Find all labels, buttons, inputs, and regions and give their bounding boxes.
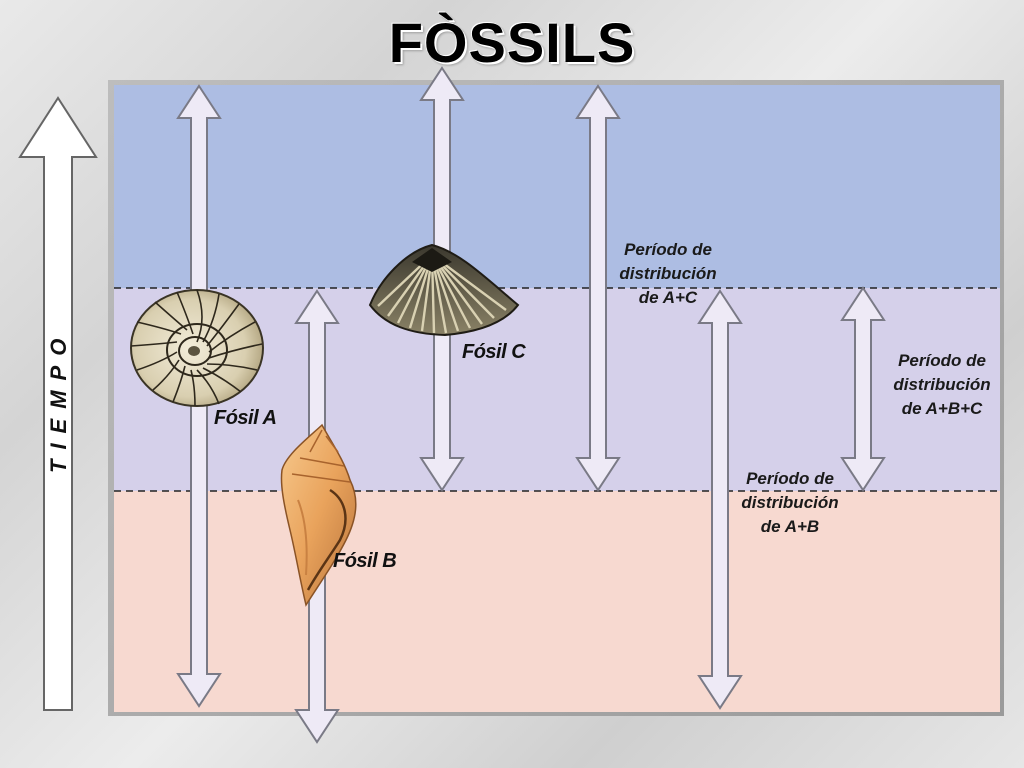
page-title: FÒSSILS <box>388 11 636 74</box>
band-bottom <box>114 491 1000 712</box>
range-arrow-period-ab <box>697 289 743 710</box>
period-ab-line-3: de A+B <box>761 517 819 536</box>
fossil-b-conch-icon <box>280 423 357 607</box>
fossil-b-label: Fósil B <box>333 550 396 572</box>
period-ac-line-2: distribución <box>619 264 716 283</box>
fossil-a-label: Fósil A <box>214 407 276 429</box>
period-abc-line-3: de A+B+C <box>902 399 983 418</box>
time-axis-arrow <box>18 96 98 711</box>
period-abc-line-1: Período de <box>898 351 986 370</box>
fossil-c-label: Fósil C <box>462 341 526 363</box>
fossil-a-ammonite-icon <box>130 289 264 407</box>
band-top <box>114 85 1000 288</box>
period-abc-line-2: distribución <box>893 375 990 394</box>
period-ab-label: Período de distribución de A+B <box>741 469 838 536</box>
period-ab-line-2: distribución <box>741 493 838 512</box>
period-ab-line-1: Período de <box>746 469 834 488</box>
fossil-c-clam-icon <box>368 243 520 337</box>
period-ac-line-1: Período de <box>624 240 712 259</box>
period-ac-line-3: de A+C <box>639 288 698 307</box>
range-arrow-period-ac <box>575 84 621 492</box>
range-arrow-period-abc <box>840 286 886 492</box>
period-abc-label: Período de distribución de A+B+C <box>893 351 990 418</box>
period-ac-label: Período de distribución de A+C <box>619 240 716 307</box>
time-axis-label: TIEMPO <box>46 329 71 473</box>
